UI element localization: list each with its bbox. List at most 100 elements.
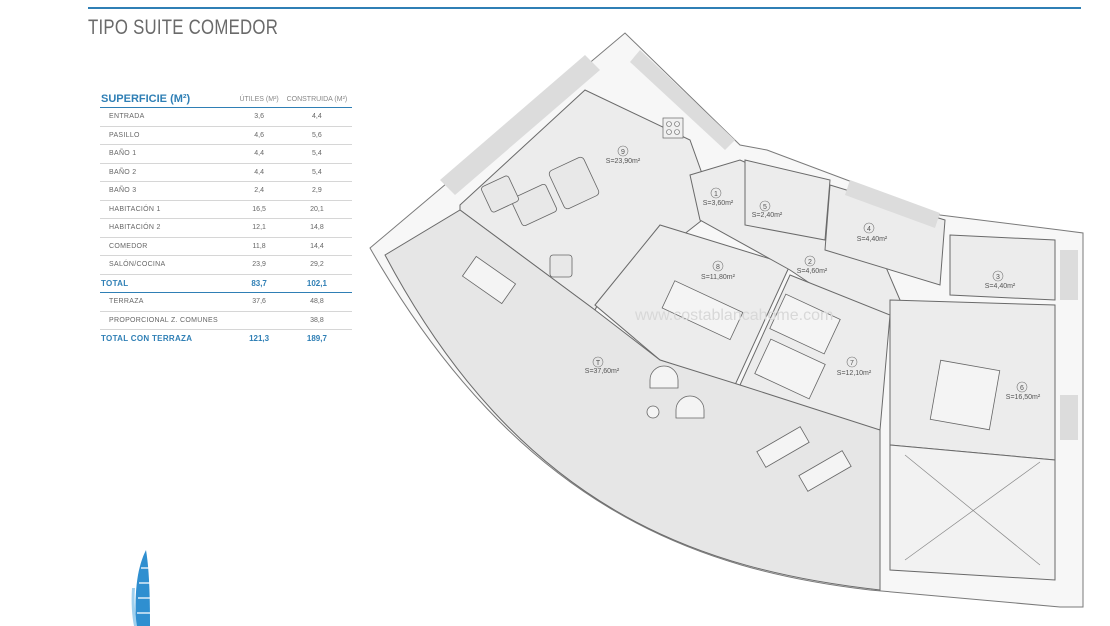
facade-glazing [440, 55, 600, 195]
row-label: BAÑO 2 [100, 163, 237, 182]
table-row: PROPORCIONAL Z. COMUNES 38,8 [100, 311, 352, 330]
row-built: 20,1 [281, 200, 352, 219]
row-built: 14,4 [281, 237, 352, 256]
row-label: HABITACIÓN 2 [100, 218, 237, 238]
room-area: S=37,60m² [585, 368, 620, 375]
row-built: 29,2 [281, 255, 352, 275]
row-useful: 4,6 [236, 126, 282, 145]
room-area: S=4,60m² [797, 268, 828, 275]
sofa-icon [548, 156, 600, 210]
row-label: TERRAZA [100, 292, 237, 312]
row-built: 48,8 [281, 292, 352, 312]
bed-icon [754, 338, 826, 400]
col-header-useful: ÚTILES (M²) [236, 90, 282, 108]
side-table-icon [646, 405, 660, 419]
row-useful: 4,4 [236, 163, 282, 182]
row-useful: 37,6 [236, 292, 282, 312]
room-number: 7 [850, 360, 854, 367]
terrace-floor [889, 444, 1056, 581]
void-cross [904, 461, 1041, 561]
room-area: S=2,40m² [752, 212, 783, 219]
facade-glazing [1060, 250, 1078, 300]
row-useful: 16,5 [236, 200, 282, 219]
row-useful [236, 311, 282, 330]
row-label: PASILLO [100, 126, 237, 145]
table-header-row: SUPERFICIE (M²) ÚTILES (M²) CONSTRUIDA (… [100, 90, 352, 108]
bathroom-block [949, 234, 1056, 301]
row-built: 5,6 [281, 126, 352, 145]
total-label: TOTAL [100, 274, 237, 293]
col-header-surface: SUPERFICIE (M²) [100, 90, 237, 108]
row-label: BAÑO 1 [100, 144, 237, 164]
grand-total-built: 189,7 [306, 334, 327, 344]
facade-glazing [1060, 395, 1078, 440]
room-number: 1 [714, 191, 718, 198]
page-title: TIPO SUITE COMEDOR [88, 16, 279, 39]
sofa-icon [511, 183, 557, 227]
total-built: 102,1 [281, 274, 352, 293]
grand-total-row: TOTAL CON TERRAZA 121,3 189,7 [100, 330, 352, 348]
row-label: BAÑO 3 [100, 181, 237, 201]
grand-total-label: TOTAL CON TERRAZA [101, 334, 193, 344]
row-useful: 3,6 [236, 107, 282, 127]
room-area: S=12,10m² [837, 370, 872, 377]
room-area: S=23,90m² [606, 158, 641, 165]
lounge-chair-icon [649, 365, 679, 389]
watermark: www.costablancahome.com [634, 307, 833, 324]
row-built: 14,8 [281, 218, 352, 238]
void-cross [904, 454, 1041, 566]
row-built: 5,4 [281, 163, 352, 182]
room-area: S=11,80m² [701, 274, 736, 281]
lounge-chair-icon [675, 395, 705, 419]
header-rule [88, 7, 1081, 9]
room-number: 5 [763, 204, 767, 211]
tower-logo-icon [131, 550, 150, 626]
row-built: 5,4 [281, 144, 352, 164]
total-useful: 83,7 [236, 274, 282, 293]
bed-icon [769, 293, 841, 355]
col-header-built: CONSTRUIDA (M²) [281, 90, 352, 108]
sunbed-icon [756, 426, 810, 468]
room-area: S=4,40m² [857, 236, 888, 243]
row-built: 2,9 [281, 181, 352, 201]
sunbed-icon [798, 450, 852, 492]
room-number: T [596, 360, 601, 367]
room-area: S=3,60m² [703, 200, 734, 207]
room-number: 6 [1020, 385, 1024, 392]
bed-icon [929, 359, 1001, 431]
room-number: 4 [867, 226, 871, 233]
armchair-icon [549, 254, 573, 278]
row-built: 38,8 [281, 311, 352, 330]
row-label: SALÓN/COCINA [100, 255, 237, 275]
room-number: 3 [996, 274, 1000, 281]
row-useful: 23,9 [236, 255, 282, 275]
room-area: S=4,40m² [985, 283, 1016, 290]
room-number: 2 [808, 259, 812, 266]
row-label: HABITACIÓN 1 [100, 200, 237, 219]
facade-glazing [630, 50, 735, 150]
armchair-icon [481, 175, 519, 213]
dining-table-icon [661, 280, 744, 341]
row-label: ENTRADA [100, 107, 237, 127]
surface-table: SUPERFICIE (M²) ÚTILES (M²) CONSTRUIDA (… [100, 90, 352, 348]
row-label: PROPORCIONAL Z. COMUNES [100, 311, 237, 330]
row-useful: 12,1 [236, 218, 282, 238]
row-useful: 11,8 [236, 237, 282, 256]
room-area: S=16,50m² [1006, 394, 1041, 401]
room-number: 8 [716, 264, 720, 271]
grand-total-useful: 121,3 [249, 334, 270, 344]
row-label: COMEDOR [100, 237, 237, 256]
terrace-table-icon [461, 255, 517, 305]
